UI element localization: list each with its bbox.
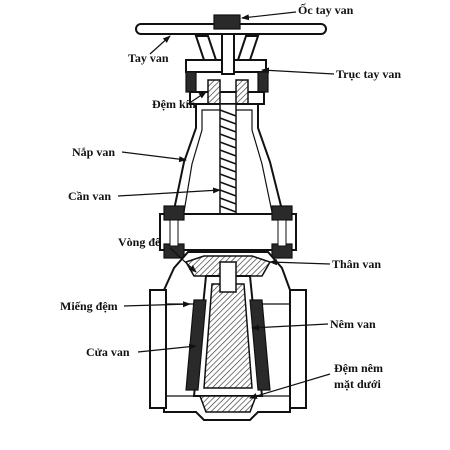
- leader-cua-van: [137, 343, 197, 353]
- label-mieng-dem: Miếng đệm: [60, 299, 118, 313]
- stem-upper: [221, 33, 235, 75]
- leader-tay-van: [149, 35, 171, 55]
- label-cua-van: Cửa van: [86, 345, 130, 359]
- label-dem-kin: Đệm kín: [152, 97, 196, 111]
- bonnet-bolts: [159, 205, 297, 259]
- yoke-top: [185, 33, 269, 105]
- leader-vong-de: [169, 247, 197, 273]
- label-dem-nem: Đệm nêm: [334, 361, 383, 375]
- handwheel-nut: [213, 14, 241, 30]
- packing: [207, 79, 221, 105]
- gate-right: [249, 299, 271, 391]
- label-oc-tay-van: Ốc tay van: [298, 2, 354, 17]
- label-tay-van: Tay van: [128, 51, 169, 65]
- leader-can-van: [117, 187, 221, 197]
- label-can-van: Cần van: [68, 189, 111, 203]
- leader-mieng-dem: [123, 301, 191, 308]
- leader-nem-van: [251, 323, 329, 331]
- leader-truc-tay-van: [261, 67, 335, 75]
- label-nem-van: Nêm van: [330, 317, 376, 331]
- leader-nap-van: [121, 151, 187, 163]
- leader-oc-tay-van: [241, 11, 297, 21]
- leader-than-van: [269, 259, 331, 266]
- lower-wedge-seat: [198, 395, 258, 413]
- handwheel: [135, 14, 327, 61]
- label-truc-tay-van: Trục tay van: [336, 67, 401, 81]
- leader-dem-nem: [249, 373, 331, 399]
- label-nap-van: Nắp van: [72, 145, 115, 159]
- leader-dem-kin: [187, 91, 207, 105]
- label-mat-duoi: mặt dưới: [334, 377, 382, 391]
- label-vong-de: Vòng đế: [118, 235, 161, 249]
- label-than-van: Thân van: [332, 257, 381, 271]
